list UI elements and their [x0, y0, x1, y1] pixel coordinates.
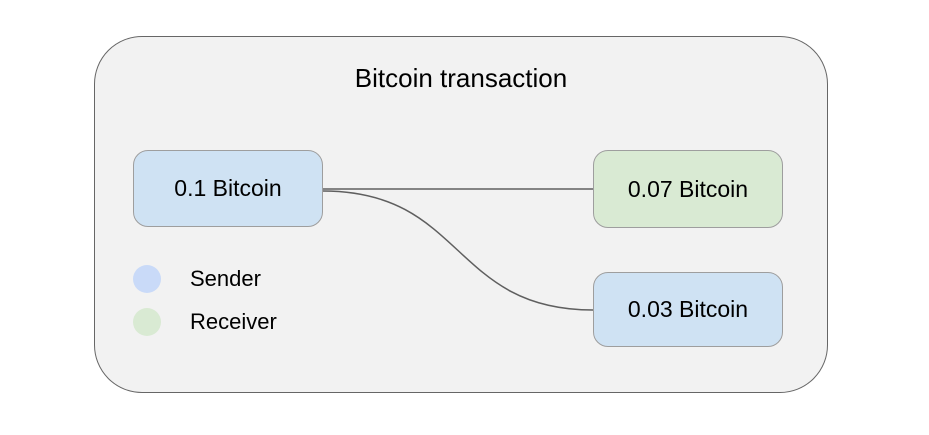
legend-item-receiver: Receiver: [133, 308, 277, 336]
node-sender-amount-label: 0.1 Bitcoin: [174, 175, 282, 201]
node-sender-amount: 0.1 Bitcoin: [133, 150, 323, 227]
legend-receiver-label: Receiver: [190, 309, 277, 334]
legend-item-sender: Sender: [133, 265, 261, 293]
node-receiver-amount: 0.07 Bitcoin: [593, 150, 783, 228]
legend-sender-label: Sender: [190, 266, 261, 291]
sender-color-swatch-icon: [133, 265, 161, 293]
diagram-title: Bitcoin transaction: [354, 63, 568, 93]
node-receiver-amount-label: 0.07 Bitcoin: [627, 175, 749, 202]
receiver-color-swatch-icon: [133, 308, 161, 336]
node-change-amount: 0.03 Bitcoin: [593, 272, 783, 347]
node-change-amount-label: 0.03 Bitcoin: [627, 296, 749, 322]
